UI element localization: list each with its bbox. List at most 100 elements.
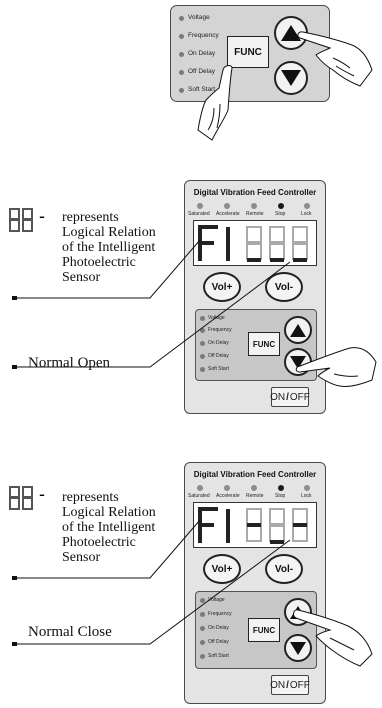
top-control-panel: Voltage Frequency On Delay Off Delay Sof… — [170, 5, 330, 102]
indicator-soft-start: Soft Start — [188, 86, 216, 93]
func-button[interactable]: FUNC — [227, 36, 269, 68]
desc-line: represents — [62, 210, 119, 225]
on-label: ON — [270, 391, 286, 403]
controller-title: Digital Vibration Feed Controller — [193, 470, 317, 479]
indicator-off-delay: Off Delay — [208, 639, 229, 645]
vol-plus-button[interactable]: Vol+ — [203, 272, 241, 302]
indicator-soft-start: Soft Start — [208, 653, 229, 659]
on-delay-led — [200, 626, 205, 631]
leader-end-marker — [12, 642, 17, 646]
controller-title: Digital Vibration Feed Controller — [193, 188, 317, 197]
indicator-on-delay: On Delay — [188, 50, 216, 57]
indicator-voltage: Voltage — [208, 315, 225, 321]
status-remote: Remote — [246, 211, 264, 217]
soft-start-led — [179, 88, 184, 93]
indicator-off-delay: Off Delay — [188, 68, 215, 75]
indicator-soft-start: Soft Start — [208, 366, 229, 372]
status-accelerate: Accelerate — [216, 493, 240, 499]
on-delay-led — [179, 52, 184, 57]
sensor-description: represents Logical Relation of the Intel… — [62, 210, 156, 285]
down-button[interactable] — [274, 61, 308, 95]
desc-line: of the Intelligent — [62, 520, 156, 535]
status-lock: Lock — [301, 211, 312, 217]
vol-minus-button[interactable]: Vol- — [265, 272, 303, 302]
indicator-frequency: Frequency — [208, 611, 232, 617]
down-arrow-icon — [290, 355, 306, 369]
up-button[interactable] — [284, 316, 312, 344]
stop-led — [278, 485, 284, 491]
indicator-frequency: Frequency — [208, 327, 232, 333]
soft-start-led — [200, 367, 205, 372]
leader-end-marker — [12, 576, 17, 580]
vol-minus-button[interactable]: Vol- — [265, 554, 303, 584]
desc-line: Sensor — [62, 550, 101, 565]
voltage-led — [200, 316, 205, 321]
pointing-hand-icon — [295, 347, 377, 387]
remote-led — [251, 203, 257, 209]
desc-line: Logical Relation — [62, 505, 156, 520]
separator: / — [286, 391, 289, 403]
down-button[interactable] — [284, 634, 312, 662]
separator: / — [286, 679, 289, 691]
controller-panel-1: Digital Vibration Feed Controller Satura… — [184, 180, 326, 414]
seven-segment-88-icon — [9, 208, 33, 232]
accelerate-led — [224, 485, 230, 491]
display-digits — [198, 225, 308, 262]
frequency-led — [200, 328, 205, 333]
status-stop: Stop — [275, 211, 286, 217]
func-button[interactable]: FUNC — [248, 332, 280, 356]
off-label: OFF — [289, 391, 310, 403]
vol-plus-button[interactable]: Vol+ — [203, 554, 241, 584]
off-delay-led — [200, 640, 205, 645]
voltage-led — [200, 598, 205, 603]
display-digits — [198, 507, 308, 544]
mode-label-normal-close: Normal Close — [28, 624, 112, 640]
down-arrow-icon — [281, 70, 301, 86]
leader-line-mode — [14, 261, 291, 368]
seven-segment-display — [193, 502, 317, 548]
desc-line: Logical Relation — [62, 225, 156, 240]
indicator-off-delay: Off Delay — [208, 353, 229, 359]
soft-start-led — [200, 654, 205, 659]
on-delay-led — [200, 341, 205, 346]
off-delay-led — [179, 70, 184, 75]
saturated-led — [197, 485, 203, 491]
saturated-led — [197, 203, 203, 209]
indicator-on-delay: On Delay — [208, 340, 229, 346]
indicator-on-delay: On Delay — [208, 625, 229, 631]
status-saturated: Saturated — [188, 211, 210, 217]
lock-led — [304, 203, 310, 209]
lock-led — [304, 485, 310, 491]
controller-panel-2: Digital Vibration Feed Controller Satura… — [184, 462, 326, 704]
on-off-button[interactable]: ON/OFF — [270, 387, 310, 407]
leader-end-marker — [12, 296, 17, 300]
on-label: ON — [270, 679, 286, 691]
down-arrow-icon — [290, 641, 306, 655]
dash-symbol: - — [39, 484, 45, 504]
sensor-description: represents Logical Relation of the Intel… — [62, 490, 156, 565]
func-button[interactable]: FUNC — [248, 618, 280, 642]
leader-line-description — [14, 519, 201, 579]
desc-line: of the Intelligent — [62, 240, 156, 255]
leader-line-mode — [14, 539, 291, 645]
seven-segment-display — [193, 220, 317, 266]
voltage-led — [179, 16, 184, 21]
desc-line: Photoelectric — [62, 255, 136, 270]
status-saturated: Saturated — [188, 493, 210, 499]
indicator-voltage: Voltage — [208, 597, 225, 603]
status-lock: Lock — [301, 493, 312, 499]
off-label: OFF — [289, 679, 310, 691]
frequency-led — [179, 34, 184, 39]
indicator-frequency: Frequency — [188, 32, 219, 39]
desc-line: Photoelectric — [62, 535, 136, 550]
indicator-voltage: Voltage — [188, 14, 210, 21]
dash-symbol: - — [39, 206, 45, 226]
status-stop: Stop — [275, 493, 286, 499]
accelerate-led — [224, 203, 230, 209]
on-off-button[interactable]: ON/OFF — [270, 675, 310, 695]
off-delay-led — [200, 354, 205, 359]
seven-segment-88-icon — [9, 486, 33, 510]
remote-led — [251, 485, 257, 491]
leader-end-marker — [12, 365, 17, 369]
